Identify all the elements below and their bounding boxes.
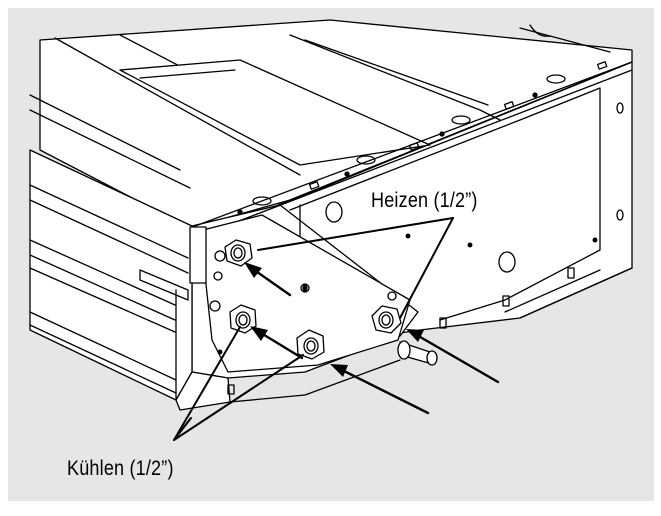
heating-fitting-upper [224,239,253,267]
front-rails [29,184,189,401]
leader-lines [173,217,454,441]
flow-arrows [244,262,500,415]
heating-fitting-lower [371,305,402,334]
cooling-fitting-right [296,329,325,360]
heating-connection-label: Heizen (1/2”) [371,189,478,212]
drain-pipe [397,340,438,366]
top-panel-details [29,24,633,237]
cooling-fitting-left [229,304,257,334]
cooling-connection-label: Kühlen (1/2”) [67,457,174,480]
